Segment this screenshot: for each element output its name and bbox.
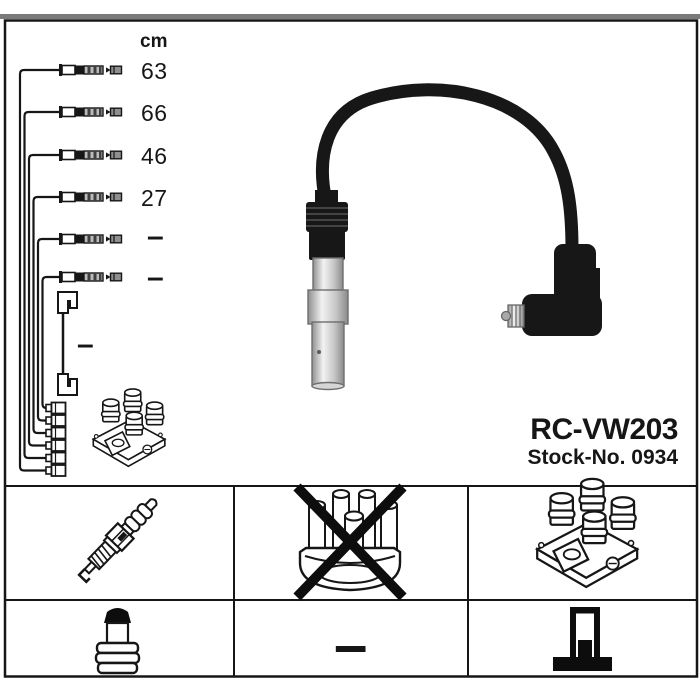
unit-label: cm: [140, 31, 168, 52]
length-value-3: 46: [141, 143, 168, 169]
legend-dash: –: [334, 611, 368, 678]
length-value-4: 27: [141, 185, 168, 211]
coil-pack-small: [93, 389, 165, 466]
cable-row-5: [58, 232, 123, 246]
main-cable-photo: [306, 83, 602, 391]
model-number: RC-VW203: [530, 413, 678, 446]
spark-plug-icon: [72, 491, 165, 586]
length-value-1: 63: [141, 58, 168, 84]
stock-number: Stock-No. 0934: [527, 446, 678, 469]
cable-row-4: [58, 190, 123, 204]
straight-connector: [306, 190, 349, 391]
cable-row-1: [58, 63, 123, 77]
length-value-6: –: [147, 261, 164, 294]
coil-wire-length: –: [77, 328, 94, 361]
coil-bracket-icon: [553, 607, 612, 671]
length-diagram: [18, 63, 165, 477]
cable-row-6: [58, 270, 123, 284]
connector-stack: [45, 401, 67, 477]
length-value-2: 66: [141, 100, 168, 126]
top-accent-band: [0, 14, 700, 19]
routing-lines: [18, 68, 60, 472]
coil-wire-vertical: [57, 291, 78, 396]
distributor-cap-crossed-icon: [293, 483, 407, 601]
ignition-coil-icon: [537, 479, 637, 587]
elbow-connector: [500, 244, 602, 336]
cable-row-2: [58, 105, 123, 119]
length-value-5: –: [147, 220, 164, 253]
terminal-nut-icon: [94, 608, 141, 675]
cable-row-3: [58, 148, 123, 162]
